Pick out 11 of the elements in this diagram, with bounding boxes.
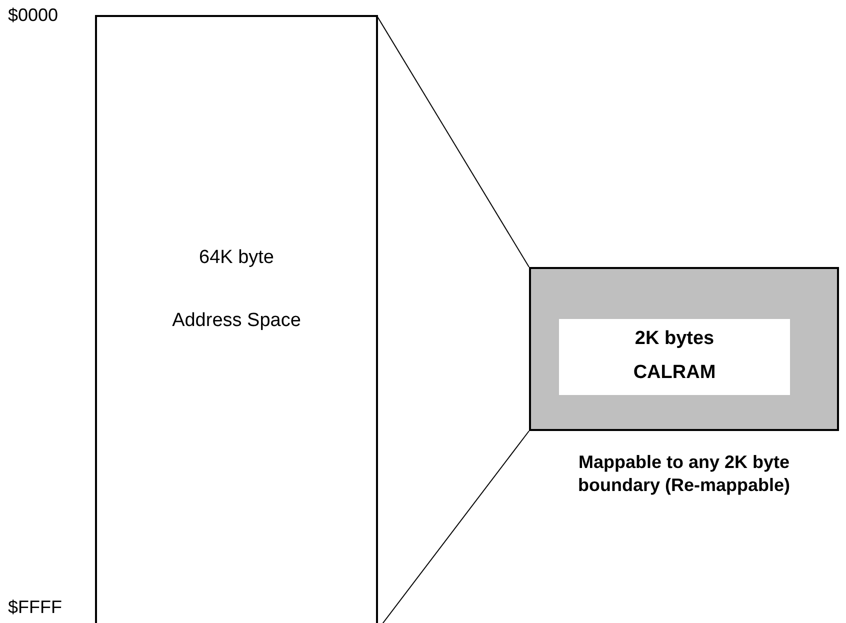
- memory-window-box: [529, 267, 839, 431]
- heading-text: 64K byte: [198, 247, 275, 269]
- heading-text: 2K bytes: [634, 328, 716, 350]
- memory-block: [95, 15, 378, 623]
- caption-text: Mappable to any 2K byte boundary (Re-mappable): [576, 451, 792, 497]
- projection-line: [376, 16, 530, 268]
- address-label: $FFFF: [8, 597, 62, 618]
- body-text: Address Space: [171, 310, 302, 332]
- memory-region-box: [559, 319, 790, 395]
- address-label: $0000: [8, 5, 58, 26]
- body-text: CALRAM: [632, 362, 717, 384]
